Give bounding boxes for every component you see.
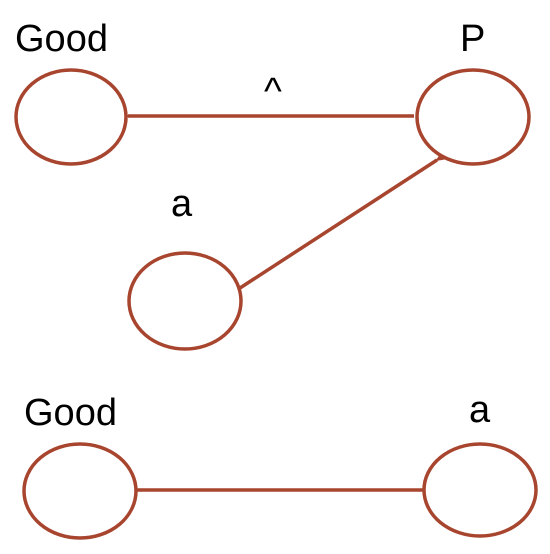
label-caret: ^ — [264, 71, 282, 113]
label-a-middle: a — [171, 183, 193, 225]
edge-a-middle-to-p — [239, 133, 468, 290]
node-p — [415, 68, 531, 166]
node-a-middle — [127, 251, 243, 351]
label-good-top: Good — [15, 18, 108, 60]
node-a-bottom — [422, 442, 538, 538]
node-good-top — [14, 68, 128, 166]
label-good-bottom: Good — [24, 392, 117, 434]
label-a-bottom: a — [469, 389, 491, 431]
node-good-bottom — [22, 442, 138, 540]
label-p: P — [460, 18, 485, 60]
